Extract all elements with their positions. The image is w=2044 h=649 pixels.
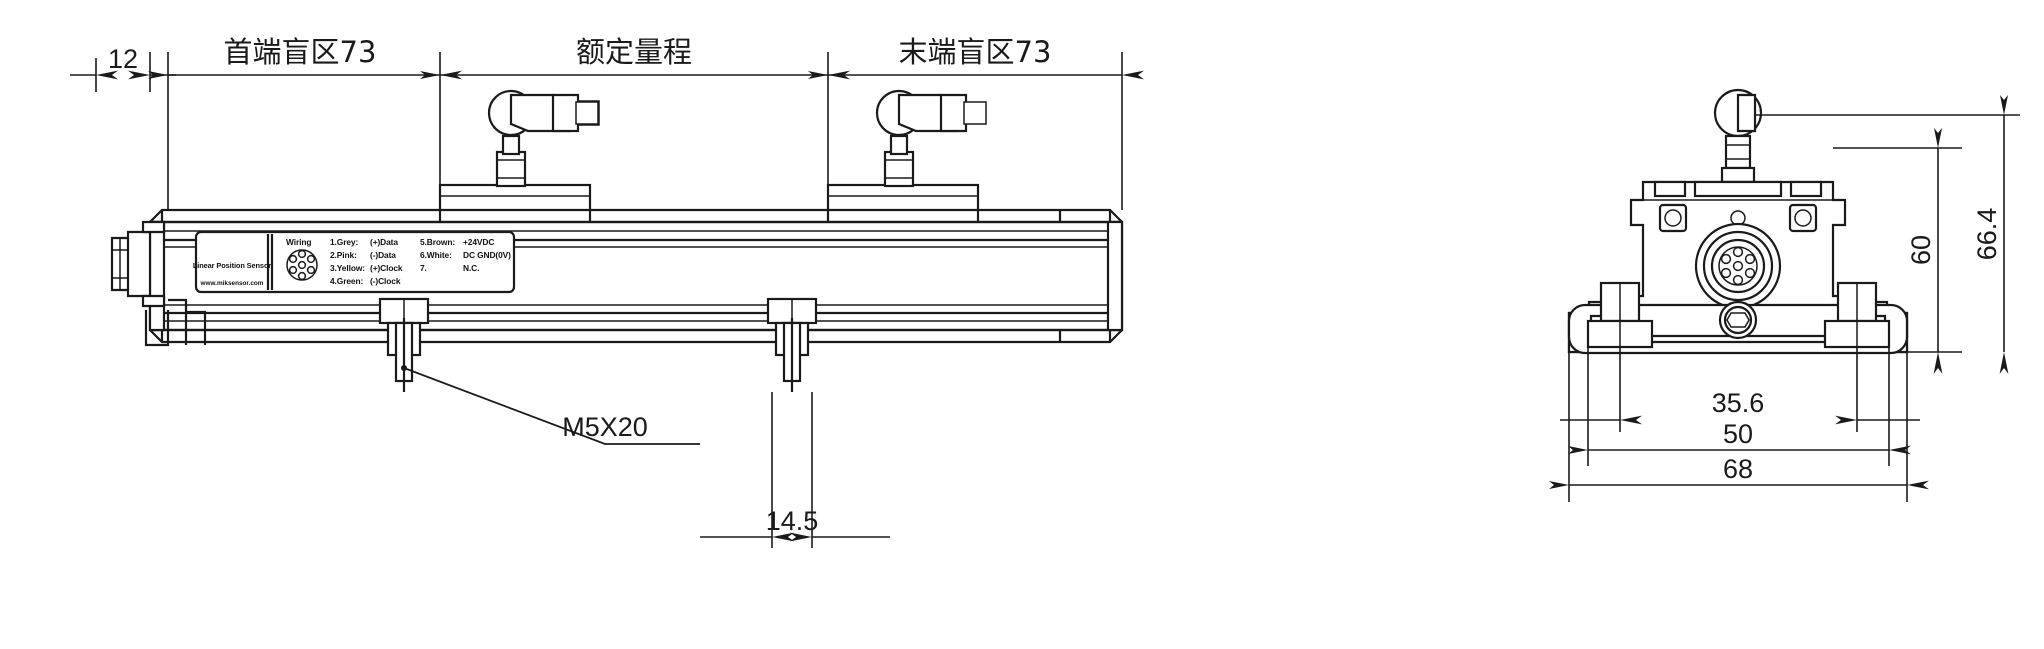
nameplate-text-group: Linear Position Sensor www.miksensor.com…: [193, 237, 511, 287]
side-magnet-rider: [1713, 88, 1763, 184]
dim-bracket-inner-span: 35.6: [1712, 388, 1765, 418]
wiring-right-sig-7: N.C.: [463, 263, 479, 273]
wiring-right-pin-6: 6.White:: [420, 250, 452, 260]
dim-head-dead-zone: 首端盲区73: [224, 35, 377, 69]
dim-screw-callout: M5X20: [562, 412, 648, 442]
dim-tail-dead-zone: 末端盲区73: [899, 35, 1052, 69]
wiring-left-pin-2: 2.Pink:: [330, 250, 357, 260]
dim-bracket-bolt-span: 50: [1723, 419, 1753, 449]
mounting-clamp-1: [378, 297, 430, 392]
side-vertical-dimensions: 60 66.4: [1755, 95, 2020, 374]
dim-clamp-width: 14.5: [766, 506, 819, 536]
wiring-heading: Wiring: [286, 237, 311, 247]
screw-callout: M5X20: [401, 365, 700, 445]
wiring-left-pin-4: 4.Green:: [330, 276, 363, 286]
wiring-left-sig-2: (-)Data: [370, 250, 396, 260]
wiring-right-sig-6: DC GND(0V): [463, 250, 511, 260]
end-cap-left: [110, 220, 166, 308]
mounting-clamp-2: [766, 297, 818, 392]
wiring-left-sig-3: (+)Clock: [370, 263, 403, 273]
dim-bracket-overall-width: 68: [1723, 454, 1753, 484]
wiring-left-sig-4: (-)Clock: [370, 276, 401, 286]
nameplate-website: www.miksensor.com: [200, 280, 264, 287]
left-inner-steps: [144, 298, 207, 347]
dim-body-height: 60: [1906, 235, 1936, 265]
nameplate-brand: Linear Position Sensor: [193, 261, 272, 270]
wiring-left-pin-1: 1.Grey:: [330, 237, 358, 247]
side-horizontal-dimensions: 35.6 50 68: [1549, 347, 1929, 502]
wiring-right-sig-5: +24VDC: [463, 237, 494, 247]
side-profile-body: [1629, 180, 1847, 332]
wiring-right-pin-5: 5.Brown:: [420, 237, 455, 247]
top-dimension-chain: 12 首端盲区73 额定量程 末端盲区73: [70, 35, 1144, 210]
front-elevation-view: [110, 89, 1124, 392]
end-section-view: [1567, 88, 1909, 355]
wiring-left-sig-1: (+)Data: [370, 237, 398, 247]
wiring-left-pin-3: 3.Yellow:: [330, 263, 365, 273]
clamp-width-dimension: 14.5: [700, 392, 890, 548]
7-pin-connector-icon: [286, 249, 318, 281]
dim-overall-height: 66.4: [1972, 208, 2002, 261]
mounting-bracket: [1567, 281, 1909, 355]
nameplate: [194, 230, 516, 294]
wiring-right-pin-7: 7.: [420, 263, 427, 273]
dim-lead-in-gap: 12: [108, 44, 138, 74]
dim-rated-stroke: 额定量程: [576, 35, 692, 69]
